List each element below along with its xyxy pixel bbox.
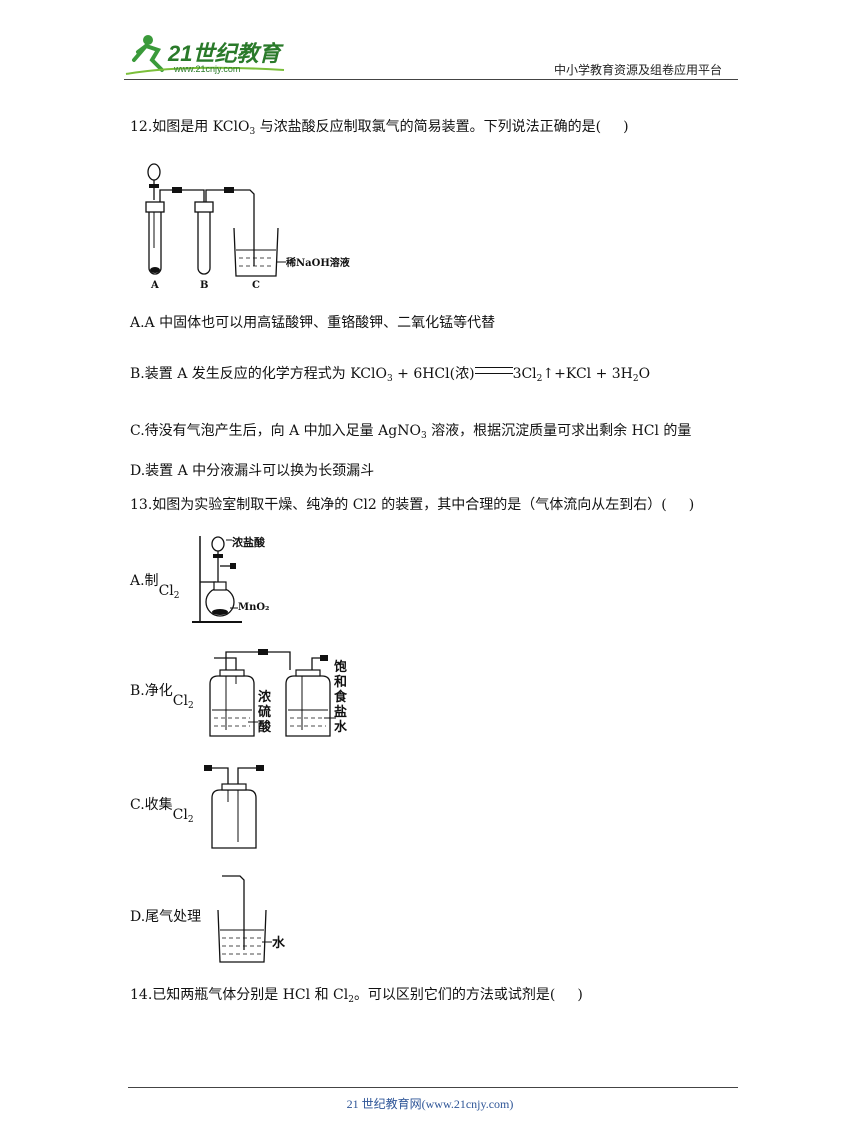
header-logo: 21世纪教育 www.21cnjy.com (124, 30, 294, 78)
logo-runner-icon (125, 35, 285, 75)
generator-diagram (192, 536, 242, 623)
header-right-text: 中小学教育资源及组卷应用平台 (553, 63, 722, 77)
q12-option-b: B.装置 A 发生反应的化学方程式为 KClO3 + 6HCl(浓)3Cl2↑+… (130, 366, 651, 384)
fig-label-b: B (200, 280, 209, 291)
footer-divider (128, 1087, 738, 1088)
q14-stem: 14.已知两瓶气体分别是 HCl 和 Cl2。可以区别它们的方法或试剂是() (130, 987, 583, 1005)
q12-apparatus-figure: A B C 稀NaOH溶液 (140, 158, 370, 298)
fig-mno2-label: MnO₂ (238, 602, 270, 613)
q13-figure-d: 水 (214, 870, 304, 966)
collection-bottle-diagram (204, 765, 264, 849)
double-line-arrow (474, 367, 513, 374)
apparatus-diagram (145, 163, 286, 277)
q13-option-a: A.制Cl2 (130, 573, 180, 601)
fig-solution-label: 稀NaOH溶液 (286, 258, 350, 269)
fig-brine-label: 饱 和 食 盐 水 (334, 660, 348, 735)
wash-bottles-diagram (209, 649, 336, 737)
fig-label-a: A (151, 280, 159, 291)
fig-acid-label: 浓盐酸 (232, 536, 265, 549)
tail-gas-diagram (217, 875, 272, 963)
fig-sulfuric-acid-label: 浓 硫 酸 (258, 690, 272, 735)
header-divider (124, 79, 738, 80)
q13-option-c: C.收集Cl2 (130, 797, 194, 825)
q13-figure-b: 浓 硫 酸 饱 和 食 盐 水 (204, 644, 364, 744)
fig-water-label: 水 (272, 936, 286, 951)
q12-option-c: C.待没有气泡产生后，向 A 中加入足量 AgNO3 溶液，根据沉淀质量可求出剩… (130, 423, 692, 441)
q13-figure-a: 浓盐酸 MnO₂ (190, 532, 300, 628)
q12-option-a: A.A 中固体也可以用高锰酸钾、重铬酸钾、二氧化锰等代替 (130, 315, 496, 331)
q13-option-b: B.净化Cl2 (130, 683, 194, 711)
q12-stem: 12.如图是用 KClO3 与浓盐酸反应制取氯气的简易装置。下列说法正确的是() (130, 119, 629, 137)
footer-text[interactable]: 21 世纪教育网(www.21cnjy.com) (346, 1097, 514, 1111)
q13-figure-c (202, 758, 272, 852)
q12-option-d: D.装置 A 中分液漏斗可以换为长颈漏斗 (130, 463, 375, 479)
fig-label-c: C (252, 280, 260, 291)
logo-text: 21世纪教育 (168, 41, 281, 66)
q13-option-d: D.尾气处理 (130, 909, 202, 925)
q13-stem: 13.如图为实验室制取干燥、纯净的 Cl2 的装置，其中合理的是（气体流向从左到… (130, 497, 695, 513)
logo-url: www.21cnjy.com (174, 64, 241, 74)
